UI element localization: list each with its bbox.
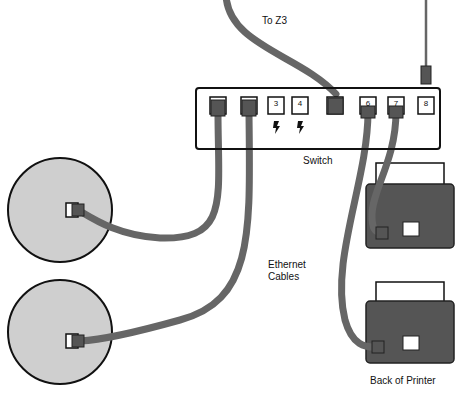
port-number: 3	[270, 99, 282, 109]
switch-label: Switch	[303, 155, 332, 167]
cable-label: Ethernet Cables	[268, 259, 328, 283]
wall-jack	[8, 280, 112, 384]
switch-box: Switch	[195, 87, 441, 150]
wall-jack	[8, 158, 112, 262]
port-number: 4	[294, 99, 306, 109]
lightning-symbol	[273, 121, 304, 134]
port-number: 8	[420, 99, 432, 109]
ethernet-cable	[80, 0, 396, 347]
printer	[366, 282, 454, 363]
cable-plug	[72, 98, 403, 353]
port-number: 7	[390, 99, 402, 109]
power-cord	[425, 0, 428, 68]
power-plug	[421, 66, 431, 84]
printer-label: Back of Printer	[370, 375, 436, 387]
cable-label: To Z3	[262, 15, 287, 27]
port-number: 6	[362, 99, 374, 109]
